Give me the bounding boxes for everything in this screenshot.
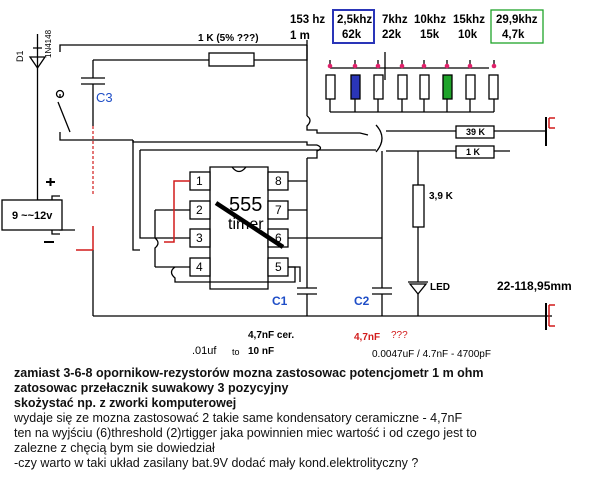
r-39k-label: 39 K bbox=[466, 127, 486, 137]
freq-label: 7khz bbox=[382, 14, 408, 26]
c1-range-c: 10 nF bbox=[248, 346, 275, 357]
selector-dots bbox=[327, 63, 497, 69]
ic-timer-label: timer bbox=[228, 216, 264, 233]
resistor-39k bbox=[455, 125, 495, 139]
pin-2: 2 bbox=[196, 203, 203, 217]
led-label: LED bbox=[430, 282, 450, 293]
pin-3: 3 bbox=[196, 231, 203, 245]
c1-value-label: 4,7nF cer. bbox=[248, 330, 295, 341]
c1-range-a: .01uf bbox=[192, 345, 217, 357]
note-line: skożystać np. z zworki komputerowej bbox=[14, 396, 237, 410]
resistor-1k-right bbox=[455, 145, 495, 159]
c2-value-label: 4,7nF bbox=[354, 332, 381, 343]
res-label: 62k bbox=[342, 29, 362, 41]
capacitor-c2-label: C2 bbox=[354, 294, 370, 308]
ic-555-label: 555 bbox=[229, 194, 263, 216]
c1-range-b: to bbox=[232, 347, 240, 357]
freq-box-green bbox=[490, 9, 544, 44]
pin-7: 7 bbox=[275, 203, 282, 217]
r-3-9k-label: 3,9 K bbox=[429, 191, 453, 202]
battery-box bbox=[1, 199, 63, 231]
capacitor-c3-icon bbox=[81, 60, 105, 126]
res-label: 4,7k bbox=[502, 29, 525, 41]
freq-label: 29,9khz bbox=[496, 14, 538, 26]
pin-6: 6 bbox=[275, 231, 282, 245]
red-wires bbox=[76, 117, 555, 327]
timer-strike-line bbox=[214, 201, 285, 249]
res-label: 15k bbox=[420, 29, 440, 41]
capacitor-c3-label: C3 bbox=[96, 90, 113, 105]
resistor-ladder bbox=[325, 74, 499, 100]
pin-5: 5 bbox=[275, 260, 282, 274]
diode-part-label: 1N4148 bbox=[44, 29, 53, 58]
notes-block: zamiast 3-6-8 opornikow-rezystorów mozna… bbox=[14, 366, 604, 471]
freq-label: 15khz bbox=[453, 14, 485, 26]
capacitor-c2-icon bbox=[372, 151, 392, 316]
note-line: wydaje się ze mozna zastosować 2 takie s… bbox=[14, 411, 463, 425]
capacitor-c1-icon bbox=[297, 158, 317, 316]
ic-555-body bbox=[209, 166, 269, 290]
freq-label: 153 hz bbox=[290, 14, 326, 26]
range-label: 22-118,95mm bbox=[497, 279, 572, 293]
freq-label: 10khz bbox=[414, 14, 446, 26]
resistor-top-label: 1 K (5% ???) bbox=[198, 33, 259, 44]
diode-label: D1 bbox=[15, 50, 25, 62]
note-line: zamiast 3-6-8 opornikow-rezystorów mozna… bbox=[14, 366, 484, 380]
note-line: -czy warto w taki układ zasilany bat.9V … bbox=[14, 456, 419, 470]
freq-box-selected bbox=[332, 9, 375, 44]
c2-question-label: ??? bbox=[391, 330, 408, 341]
pin-8: 8 bbox=[275, 174, 282, 188]
note-line: ten na wyjściu (6)threshold (2)rtigger j… bbox=[14, 426, 477, 440]
freq-label: 2,5khz bbox=[337, 14, 373, 26]
led-icon bbox=[408, 281, 428, 296]
battery-label: 9 ~~12v bbox=[12, 210, 53, 222]
r-1k-label: 1 K bbox=[466, 147, 481, 157]
res-label: 1 m bbox=[290, 30, 310, 42]
c2-alt-label: 0.0047uF / 4.7nF - 4700pF bbox=[372, 349, 491, 360]
res-label: 10k bbox=[458, 29, 478, 41]
pin-1: 1 bbox=[196, 174, 203, 188]
res-label: 22k bbox=[382, 29, 402, 41]
resistor-1k-top bbox=[208, 52, 255, 67]
resistor-3-9k bbox=[412, 184, 425, 228]
pin-4: 4 bbox=[196, 260, 203, 274]
note-line: zatosowac przełacznik suwakowy 3 pozycyj… bbox=[14, 381, 289, 395]
capacitor-c1-label: C1 bbox=[272, 294, 288, 308]
note-line: zalezne z chęcią bym sie dowiedział bbox=[14, 441, 215, 455]
